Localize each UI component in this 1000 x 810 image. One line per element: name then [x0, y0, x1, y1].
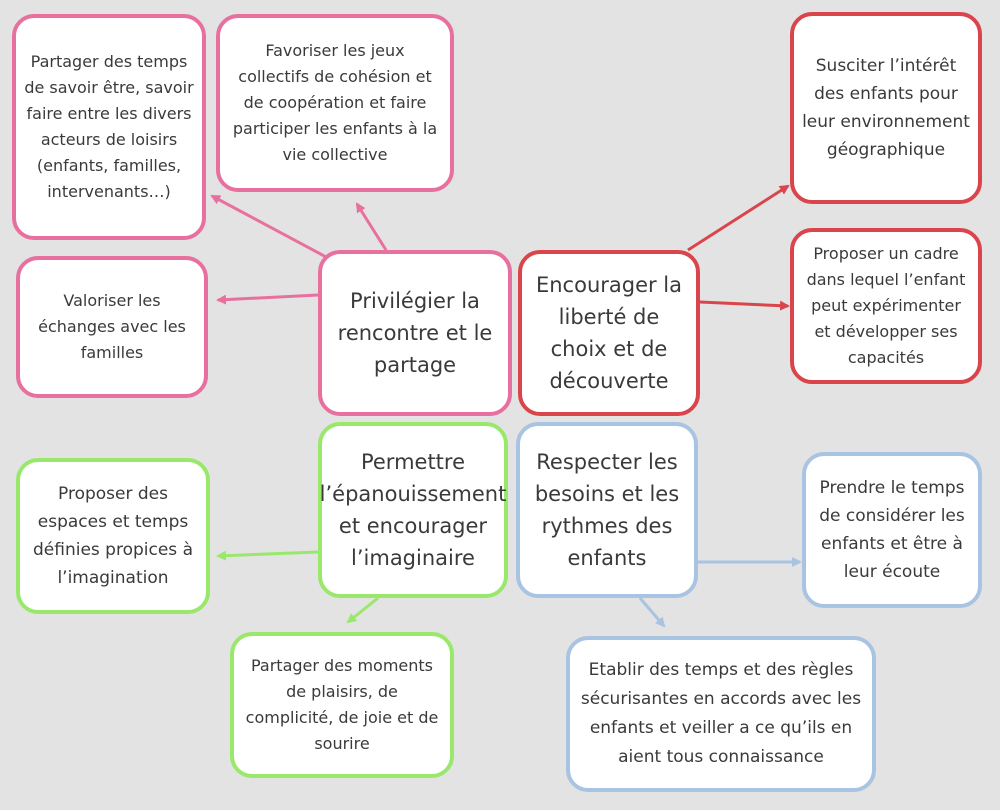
leaf-cadre-experimenter-text: Proposer un cadre dans lequel l’enfant p…	[806, 244, 966, 367]
leaf-moments-plaisirs: Partager des moments de plaisirs, de com…	[230, 632, 454, 778]
center-besoins-rythmes: Respecter les besoins et les rythmes des…	[516, 422, 698, 598]
leaf-moments-plaisirs-text: Partager des moments de plaisirs, de com…	[245, 656, 439, 753]
arrow-rencontre-to-partager	[210, 194, 329, 260]
leaf-jeux-collectifs-text: Favoriser les jeux collectifs de cohésio…	[232, 41, 438, 164]
leaf-cadre-experimenter: Proposer un cadre dans lequel l’enfant p…	[790, 228, 982, 384]
leaf-jeux-collectifs: Favoriser les jeux collectifs de cohésio…	[216, 14, 454, 192]
leaf-partager-temps: Partager des temps de savoir être, savoi…	[12, 14, 206, 240]
leaf-espaces-temps-text: Proposer des espaces et temps définies p…	[33, 484, 193, 588]
center-rencontre-partage-text: Privilégier la rencontre et le partage	[337, 289, 493, 377]
leaf-valoriser-echanges-text: Valoriser les échanges avec les familles	[38, 291, 186, 362]
leaf-etablir-regles: Etablir des temps et des règles sécurisa…	[566, 636, 876, 792]
center-epanouissement: Permettre l’épanouissement et encourager…	[318, 422, 508, 598]
center-liberte-choix: Encourager la liberté de choix et de déc…	[518, 250, 700, 416]
arrow-rencontre-to-valoriser	[216, 293, 319, 305]
arrow-besoins-to-etablir	[638, 597, 666, 628]
leaf-prendre-temps: Prendre le temps de considérer les enfan…	[802, 452, 982, 608]
leaf-partager-temps-text: Partager des temps de savoir être, savoi…	[24, 52, 194, 201]
leaf-valoriser-echanges: Valoriser les échanges avec les familles	[16, 256, 208, 398]
leaf-espaces-temps: Proposer des espaces et temps définies p…	[16, 458, 210, 614]
arrow-liberte-to-cadre	[699, 300, 790, 311]
arrow-epanouissement-to-moments	[346, 596, 379, 624]
center-rencontre-partage: Privilégier la rencontre et le partage	[318, 250, 512, 416]
leaf-susciter-interet-text: Susciter l’intérêt des enfants pour leur…	[802, 56, 970, 160]
arrow-rencontre-to-jeux	[355, 202, 388, 251]
center-besoins-rythmes-text: Respecter les besoins et les rythmes des…	[534, 450, 680, 570]
leaf-etablir-regles-text: Etablir des temps et des règles sécurisa…	[580, 660, 862, 767]
center-liberte-choix-text: Encourager la liberté de choix et de déc…	[535, 273, 683, 393]
leaf-susciter-interet: Susciter l’intérêt des enfants pour leur…	[790, 12, 982, 204]
arrow-liberte-to-susciter	[687, 184, 790, 252]
leaf-prendre-temps-text: Prendre le temps de considérer les enfan…	[819, 478, 965, 582]
center-epanouissement-text: Permettre l’épanouissement et encourager…	[319, 450, 507, 570]
arrow-epanouissement-to-espaces	[216, 550, 319, 561]
